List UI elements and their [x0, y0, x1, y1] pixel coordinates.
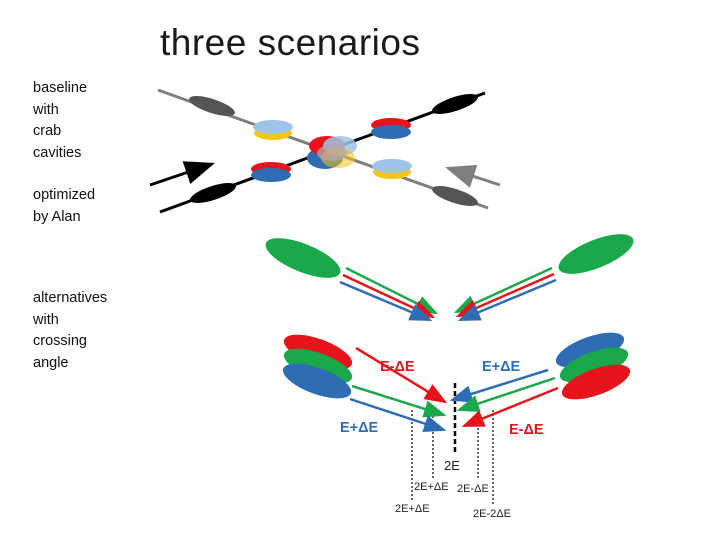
blue-bunch-left [282, 363, 352, 399]
red-bunch-right [561, 364, 631, 400]
red-arrow-right [455, 272, 555, 318]
black-arrow-in [149, 161, 215, 187]
green-bunch-right [559, 347, 629, 383]
light-blue-bunch [253, 120, 293, 134]
blue-arrow-right [457, 278, 557, 322]
label-inner-left: 2E+ΔE [414, 481, 449, 493]
energy-label-bottom-right: E-ΔE [509, 422, 544, 438]
label-outer-left: 2E+ΔE [395, 503, 430, 515]
green-arrow-right [456, 376, 556, 412]
label-baseline: baseline with crab cavities [33, 80, 88, 161]
light-blue-bunch [372, 159, 412, 173]
gray-arrow-in [445, 164, 501, 188]
label-optimized: optimized by Alan [33, 187, 96, 225]
black-bunch [432, 94, 478, 114]
blue-arrow-left [339, 280, 433, 322]
blue-bunch [371, 125, 411, 139]
blue-arrow-right [449, 368, 549, 403]
label-alternatives: alternatives with crossing angle [33, 290, 108, 371]
page-title: three scenarios [160, 22, 421, 63]
green-arrow-right [453, 266, 553, 314]
label-2E: 2E [444, 458, 460, 473]
alternatives-scenario: E-ΔE E+ΔE E+ΔE E-ΔE 2E 2E+ΔE 2E-ΔE 2E+ΔE… [282, 332, 631, 520]
energy-label-top-right: E+ΔE [482, 359, 521, 375]
green-bunch-left [283, 348, 353, 384]
blue-arrow-left [349, 397, 447, 433]
label-inner-right: 2E-ΔE [457, 483, 489, 495]
baseline-scenario [149, 88, 501, 214]
red-arrow-left [355, 346, 448, 404]
green-bunch-right [558, 234, 634, 274]
green-bunch-left [265, 238, 341, 278]
gray-bunch [189, 96, 235, 116]
gray-bunch [432, 186, 478, 206]
energy-label-top-left: E-ΔE [380, 359, 415, 375]
green-arrow-left [351, 384, 447, 418]
collision-overlap [317, 145, 347, 161]
energy-label-bottom-left: E+ΔE [340, 420, 379, 436]
optimized-scenario [265, 234, 634, 322]
red-arrow-left [342, 273, 436, 319]
black-bunch [190, 183, 236, 203]
blue-bunch-right [555, 332, 625, 368]
label-outer-right: 2E-2ΔE [473, 508, 511, 520]
red-arrow-right [461, 386, 559, 428]
blue-bunch [251, 168, 291, 182]
